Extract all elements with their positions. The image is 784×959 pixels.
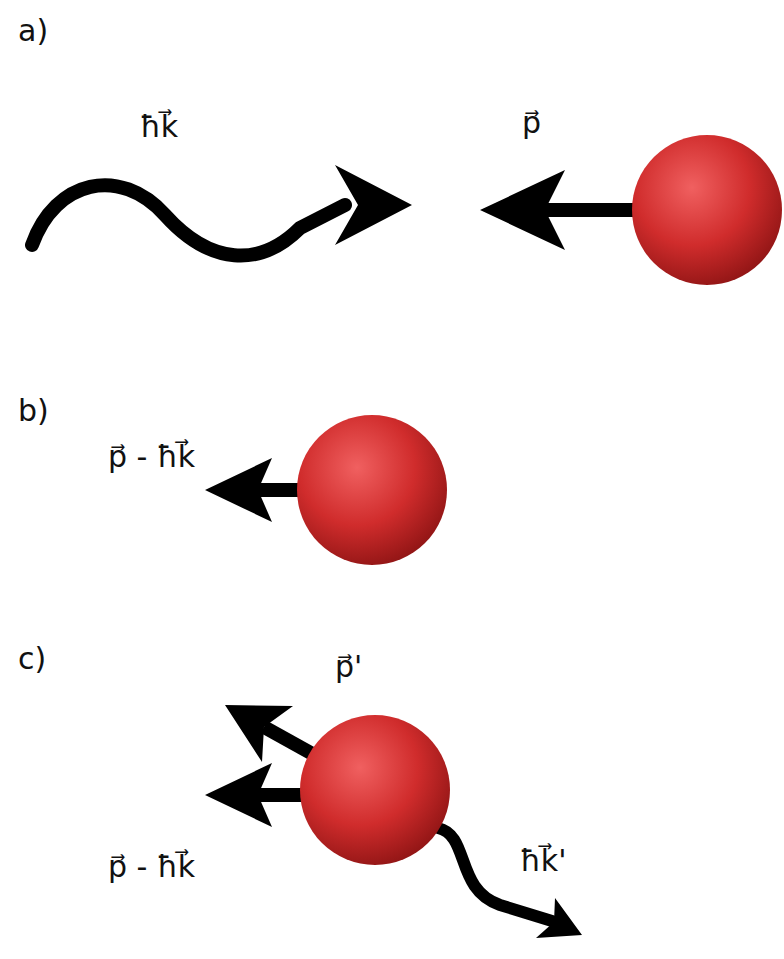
atom-momentum: p⃗ - ħk⃗: [108, 438, 195, 476]
panel-letter: c): [18, 640, 46, 678]
atom-momentum: p⃗': [335, 648, 362, 686]
arrow-head: [480, 170, 565, 250]
arrow-head: [335, 165, 412, 245]
arrow-head: [205, 763, 272, 827]
photon-momentum: ħk⃗: [140, 108, 178, 146]
arrow-head: [225, 705, 293, 762]
panel-letter: b): [18, 392, 49, 430]
atom-momentum: p⃗ - ħk⃗: [108, 848, 195, 886]
panel-letter: a): [18, 12, 48, 50]
arrow-shaft: [540, 203, 635, 217]
arrow-shaft: [264, 727, 318, 757]
atom-sphere: [297, 415, 447, 565]
arrow-head: [205, 458, 272, 522]
arrow-head: [536, 898, 582, 938]
atom-momentum: p⃗: [522, 104, 541, 142]
photon-momentum: ħk⃗': [520, 842, 566, 880]
arrow-shaft: [255, 788, 305, 802]
atom-sphere: [632, 135, 782, 285]
atom-sphere: [300, 715, 450, 865]
photon-wave: [32, 185, 345, 255]
